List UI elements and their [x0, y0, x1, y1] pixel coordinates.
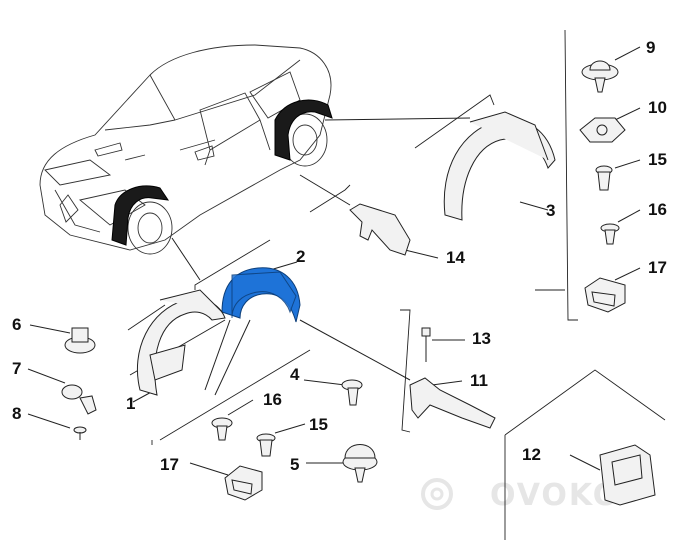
frame-lines — [127, 29, 666, 540]
part-6-nut — [64, 327, 96, 354]
callout-12: 12 — [522, 445, 541, 464]
part-2-highlighted-liner — [221, 267, 301, 323]
watermark-text: OVOKO — [490, 478, 620, 513]
part-8-screw — [73, 426, 87, 440]
part-17-clip-right — [584, 277, 626, 313]
part-11-strip — [409, 377, 496, 429]
callout-16-left: 16 — [263, 390, 282, 409]
part-10-star-clip — [579, 117, 626, 143]
part-3-rear-liner — [443, 111, 556, 221]
callout-17-left: 17 — [160, 455, 179, 474]
watermark: OVOKO — [421, 478, 620, 513]
callout-4: 4 — [290, 365, 300, 384]
part-16-screw-left — [211, 417, 233, 441]
callout-17-right: 17 — [648, 258, 667, 277]
part-9-push-clip — [581, 60, 619, 93]
callout-6: 6 — [12, 315, 21, 334]
callout-15-left: 15 — [309, 415, 328, 434]
part-7-clip — [61, 384, 97, 415]
callout-1: 1 — [126, 394, 135, 413]
callout-labels: 1 2 3 4 5 6 7 8 9 10 11 12 13 14 15 15 1… — [12, 38, 667, 474]
part-1-front-liner — [136, 289, 226, 396]
callout-16-right: 16 — [648, 200, 667, 219]
part-5-push-clip — [342, 444, 378, 483]
part-17-clip-left — [224, 465, 263, 501]
callout-15-right: 15 — [648, 150, 667, 169]
callout-8: 8 — [12, 404, 21, 423]
callout-9: 9 — [646, 38, 655, 57]
part-14-bracket — [349, 203, 411, 256]
callout-7: 7 — [12, 359, 21, 378]
part-12-clip — [599, 444, 656, 506]
part-15-screw-left — [256, 433, 276, 457]
part-16-screw-right — [600, 223, 620, 245]
callout-11: 11 — [470, 371, 488, 390]
part-4-screw — [341, 379, 363, 406]
callout-2: 2 — [296, 247, 305, 266]
callout-13: 13 — [472, 329, 491, 348]
callout-5: 5 — [290, 455, 299, 474]
callout-10: 10 — [648, 98, 667, 117]
part-13-pin — [421, 327, 431, 362]
callout-14: 14 — [446, 248, 465, 267]
leader-lines — [27, 46, 641, 476]
car-illustration — [39, 44, 333, 255]
part-15-screw-right — [595, 165, 613, 191]
callout-3: 3 — [546, 201, 555, 220]
